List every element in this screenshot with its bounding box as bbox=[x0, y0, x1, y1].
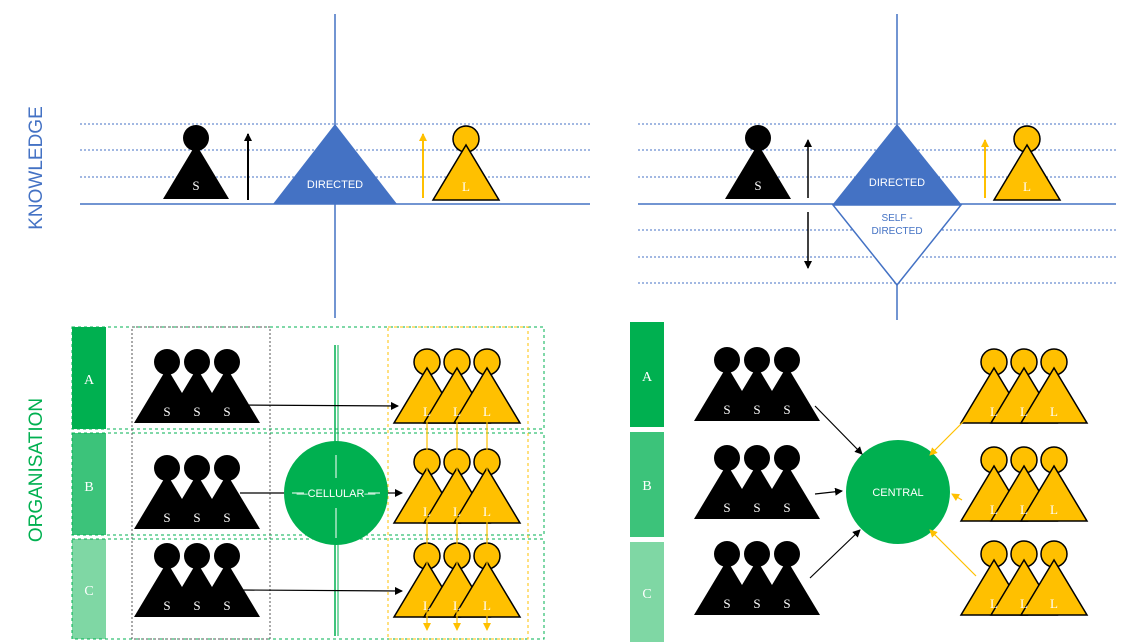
learner-icon: L bbox=[432, 125, 500, 201]
learner-label: L bbox=[990, 404, 998, 419]
row-tab-b bbox=[630, 432, 664, 537]
self-directed-label-line1: SELF - bbox=[881, 213, 912, 224]
staff-group-a: S S S bbox=[694, 347, 820, 421]
staff-label: S bbox=[783, 500, 790, 515]
organisation-right-panel: A B C S S S S S S S S S L L L L bbox=[630, 322, 1088, 642]
learner-label: L bbox=[1023, 179, 1031, 194]
staff-label: S bbox=[223, 404, 230, 419]
row-tab-a bbox=[72, 327, 106, 429]
cellular-label: —CELLULAR— bbox=[297, 488, 376, 500]
row-label-b: B bbox=[84, 480, 93, 495]
row-tab-c bbox=[72, 539, 106, 639]
directed-label: DIRECTED bbox=[307, 179, 363, 191]
learner-group-a: L L L bbox=[393, 348, 521, 424]
staff-label: S bbox=[723, 402, 730, 417]
learner-group-b: L L L bbox=[960, 446, 1088, 522]
knowledge-axis-label: KNOWLEDGE bbox=[26, 106, 47, 230]
directed-label: DIRECTED bbox=[869, 177, 925, 189]
learner-icon: L bbox=[993, 125, 1061, 201]
organisation-left-panel: A B C S S S S S S S S S bbox=[71, 326, 545, 640]
staff-label: S bbox=[163, 404, 170, 419]
directed-triangle: DIRECTED bbox=[273, 124, 397, 204]
learner-group-a: L L L bbox=[960, 348, 1088, 424]
row-label-c: C bbox=[84, 584, 93, 599]
staff-group-b: S S S bbox=[694, 445, 820, 519]
learner-label: L bbox=[1050, 404, 1058, 419]
staff-icon: S bbox=[163, 125, 229, 199]
learner-label: L bbox=[423, 404, 431, 419]
staff-label: S bbox=[754, 178, 761, 193]
learner-label: L bbox=[453, 404, 461, 419]
staff-icon: S bbox=[725, 125, 791, 199]
learner-label: L bbox=[990, 502, 998, 517]
row-tab-c bbox=[630, 542, 664, 642]
staff-label: S bbox=[193, 598, 200, 613]
self-directed-label-line2: DIRECTED bbox=[871, 226, 922, 237]
organisation-axis-label: ORGANISATION bbox=[26, 398, 47, 542]
row-tab-a bbox=[630, 322, 664, 427]
row-tab-b bbox=[72, 433, 106, 535]
staff-label: S bbox=[192, 178, 199, 193]
staff-label: S bbox=[723, 500, 730, 515]
self-directed-triangle: SELF - DIRECTED bbox=[831, 204, 963, 287]
row-label-b: B bbox=[642, 479, 651, 494]
knowledge-left-panel: S DIRECTED L bbox=[80, 14, 590, 318]
staff-label: S bbox=[783, 402, 790, 417]
staff-group-b: S S S bbox=[134, 455, 260, 529]
staff-label: S bbox=[753, 500, 760, 515]
staff-label: S bbox=[223, 598, 230, 613]
learner-label: L bbox=[990, 596, 998, 611]
central-label: CENTRAL bbox=[872, 487, 923, 499]
staff-group-c: S S S bbox=[134, 543, 260, 617]
learner-label: L bbox=[462, 179, 470, 194]
directed-triangle: DIRECTED bbox=[833, 124, 961, 204]
knowledge-right-panel: S DIRECTED SELF - DIRECTED L bbox=[638, 14, 1116, 320]
staff-label: S bbox=[753, 402, 760, 417]
learner-label: L bbox=[1020, 502, 1028, 517]
staff-label: S bbox=[193, 510, 200, 525]
staff-label: S bbox=[723, 596, 730, 611]
learner-label: L bbox=[1020, 404, 1028, 419]
staff-group-c: S S S bbox=[694, 541, 820, 615]
cellular-hub: —CELLULAR— bbox=[284, 441, 388, 545]
staff-label: S bbox=[223, 510, 230, 525]
learner-label: L bbox=[1050, 502, 1058, 517]
learner-label: L bbox=[1050, 596, 1058, 611]
row-label-a: A bbox=[84, 373, 95, 388]
row-label-c: C bbox=[642, 587, 651, 602]
staff-label: S bbox=[753, 596, 760, 611]
staff-label: S bbox=[163, 510, 170, 525]
learner-label: L bbox=[1020, 596, 1028, 611]
staff-label: S bbox=[163, 598, 170, 613]
learner-label: L bbox=[483, 404, 491, 419]
staff-group-a: S S S bbox=[134, 349, 260, 423]
learner-group-c: L L L bbox=[960, 540, 1088, 616]
staff-label: S bbox=[193, 404, 200, 419]
staff-label: S bbox=[783, 596, 790, 611]
row-label-a: A bbox=[642, 370, 653, 385]
central-hub: CENTRAL bbox=[846, 440, 950, 544]
